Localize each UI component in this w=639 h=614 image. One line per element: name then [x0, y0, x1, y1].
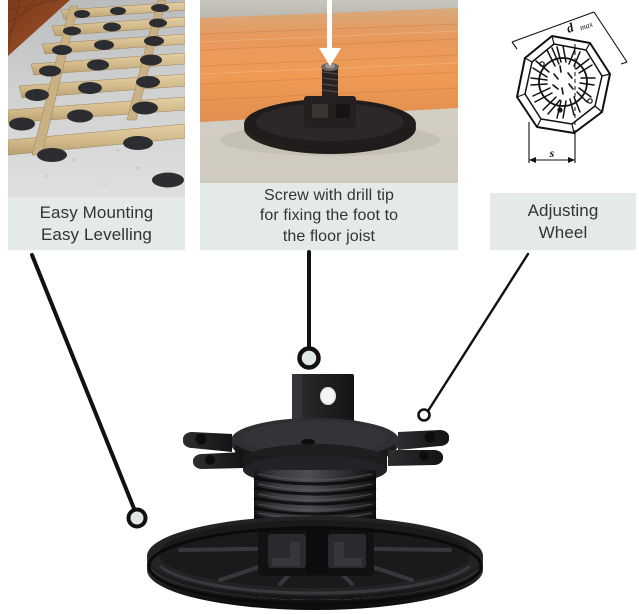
callout-line-easy-mounting	[30, 253, 137, 513]
svg-text:max: max	[578, 19, 594, 32]
panel-3-caption-line-1: Adjusting	[527, 200, 599, 220]
panel-easy-mounting[interactable]: Easy Mounting Easy Levelling	[8, 0, 185, 250]
panel-2-caption-line-1: Screw with drill tip	[263, 186, 395, 204]
panel-2-caption-line-2: for fixing the foot to	[259, 207, 399, 225]
panel-1-caption: Easy Mounting Easy Levelling	[8, 197, 185, 250]
decking-joists-on-pedestals-photo	[8, 0, 185, 197]
svg-text:d: d	[564, 19, 576, 35]
panel-2-caption: Screw with drill tip for fixing the foot…	[200, 183, 458, 250]
panel-2-caption-line-3: the floor joist	[282, 227, 376, 245]
panel-screw-drill-tip[interactable]: Screw with drill tip for fixing the foot…	[200, 0, 458, 250]
adjusting-wheel-technical-drawing: d max s	[490, 0, 636, 193]
panel-1-caption-line-2: Easy Levelling	[40, 224, 152, 244]
panel-3-caption: Adjusting Wheel	[490, 193, 636, 250]
panel-1-caption-line-1: Easy Mounting	[39, 202, 154, 222]
svg-text:s: s	[549, 146, 555, 160]
screw-drill-tip-closeup-photo	[200, 0, 458, 183]
panel-3-caption-line-2: Wheel	[538, 222, 588, 242]
panel-adjusting-wheel[interactable]: d max s Adjusting Wheel	[490, 0, 636, 250]
adjustable-pedestal-photo	[140, 352, 490, 610]
